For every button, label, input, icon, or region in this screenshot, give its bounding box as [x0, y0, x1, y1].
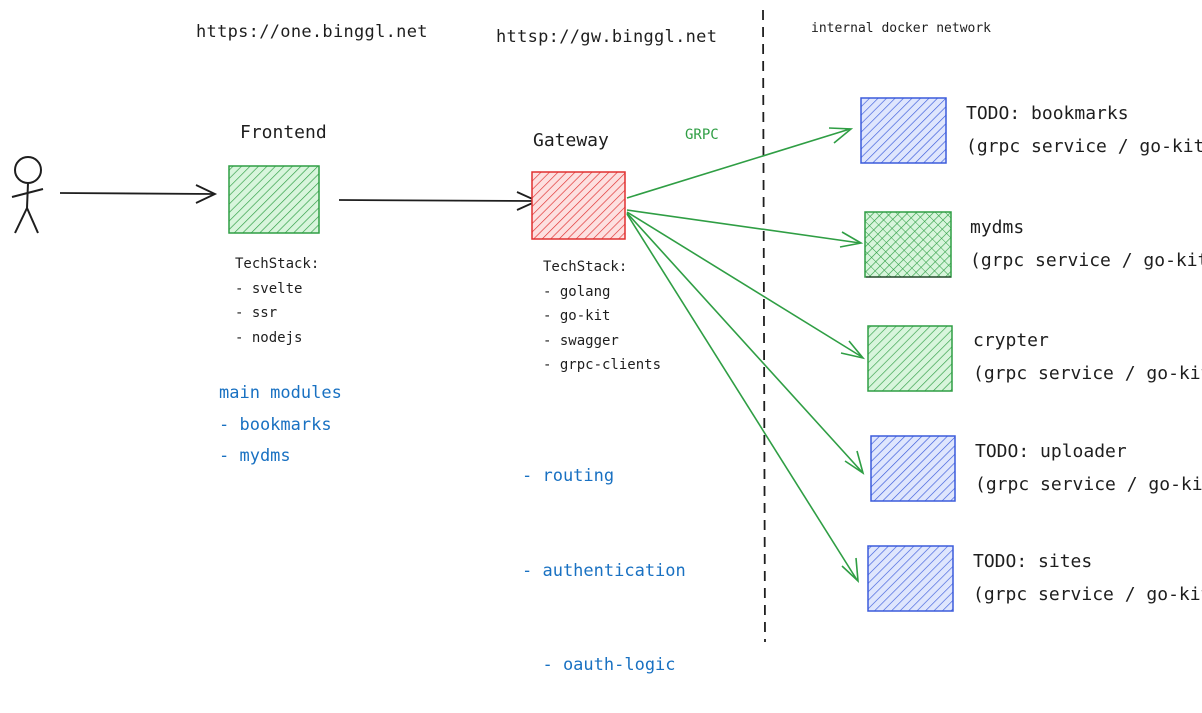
feature-item: - routing	[522, 466, 615, 486]
gateway-url: httsp://gw.binggl.net	[496, 27, 718, 47]
feature-item: - oauth-logic	[522, 655, 676, 675]
service-desc: (grpc service / go-kit)	[970, 250, 1202, 271]
arrow-gateway-to-crypter	[626, 211, 866, 360]
techstack-item: - grpc-clients	[543, 357, 662, 373]
frontend-box	[228, 165, 320, 234]
service-desc: (grpc service / go-kit)	[973, 584, 1202, 605]
service-box-crypter	[867, 325, 953, 392]
service-box-bookmarks	[860, 97, 947, 164]
techstack-item: - svelte	[235, 280, 303, 297]
techstack-title: TechStack:	[543, 259, 628, 275]
service-name: mydms	[970, 217, 1025, 238]
techstack-item: - swagger	[543, 332, 619, 349]
gateway-title: Gateway	[533, 130, 609, 151]
network-label: internal docker network	[811, 21, 992, 36]
service-name: TODO: uploader	[975, 441, 1127, 462]
diagram-canvas	[11, 9, 956, 643]
arrow-gateway-to-bookmarks	[626, 127, 854, 199]
feature-item: - authentication	[522, 560, 686, 581]
arrow-gateway-to-sites	[626, 213, 859, 584]
service-label-sites: TODO: sites (grpc service / go-kit)	[973, 545, 1202, 611]
frontend-techstack: TechStack: - svelte - ssr - nodejs	[235, 252, 319, 350]
frontend-url: https://one.binggl.net	[196, 22, 428, 42]
techstack-item: - nodejs	[235, 329, 303, 346]
service-name: TODO: bookmarks	[966, 103, 1129, 124]
service-box-uploader	[870, 435, 956, 502]
modules-item: main modules	[219, 383, 342, 403]
frontend-title: Frontend	[240, 122, 327, 143]
service-label-mydms: mydms (grpc service / go-kit)	[970, 211, 1202, 277]
techstack-item: - ssr	[235, 305, 278, 321]
modules-item: - bookmarks	[219, 414, 332, 435]
frontend-modules: main modules - bookmarks - mydms	[219, 378, 342, 473]
grpc-arrows	[626, 127, 866, 584]
service-label-bookmarks: TODO: bookmarks (grpc service / go-kit)	[966, 97, 1202, 163]
service-desc: (grpc service / go-kit)	[966, 136, 1202, 157]
service-desc: (grpc service / go-kit)	[973, 363, 1202, 384]
gateway-box	[531, 171, 626, 240]
techstack-item: - golang	[543, 283, 611, 300]
arrow-frontend-to-gateway	[338, 191, 540, 211]
user-figure	[11, 156, 44, 234]
service-desc: (grpc service / go-kit)	[975, 474, 1202, 495]
network-boundary-line	[762, 9, 766, 643]
service-name: TODO: sites	[973, 551, 1093, 572]
service-box-sites	[867, 545, 954, 612]
service-label-crypter: crypter (grpc service / go-kit)	[973, 324, 1202, 390]
arrow-gateway-to-mydms	[626, 209, 864, 248]
service-label-uploader: TODO: uploader (grpc service / go-kit)	[975, 435, 1202, 501]
arrow-gateway-to-uploader	[626, 212, 865, 475]
grpc-label: GRPC	[685, 127, 719, 143]
gateway-features: - routing - authentication - oauth-logic	[522, 398, 686, 713]
service-name: crypter	[973, 330, 1049, 351]
gateway-techstack: TechStack: - golang - go-kit - swagger -…	[543, 255, 661, 378]
modules-item: - mydms	[219, 446, 291, 466]
arrow-user-to-frontend	[59, 184, 218, 204]
techstack-item: - go-kit	[543, 308, 611, 324]
techstack-title: TechStack:	[235, 256, 320, 272]
service-box-mydms	[864, 211, 952, 278]
